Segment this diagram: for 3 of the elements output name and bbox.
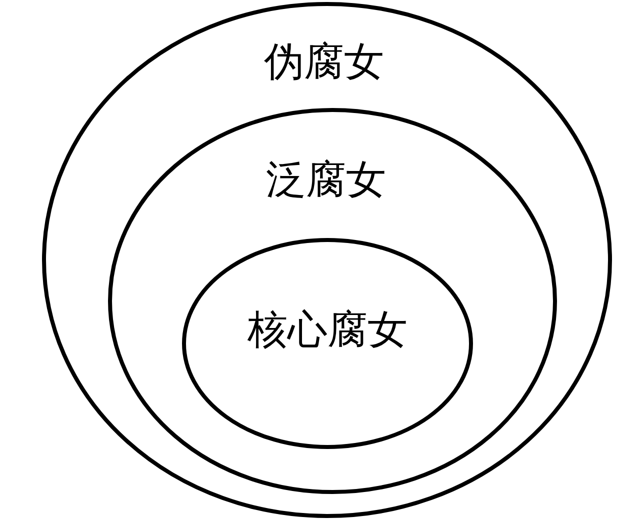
set-label: 泛腐女: [266, 156, 386, 204]
set-label: 核心腐女: [248, 306, 408, 354]
set-label: 伪腐女: [264, 38, 384, 86]
